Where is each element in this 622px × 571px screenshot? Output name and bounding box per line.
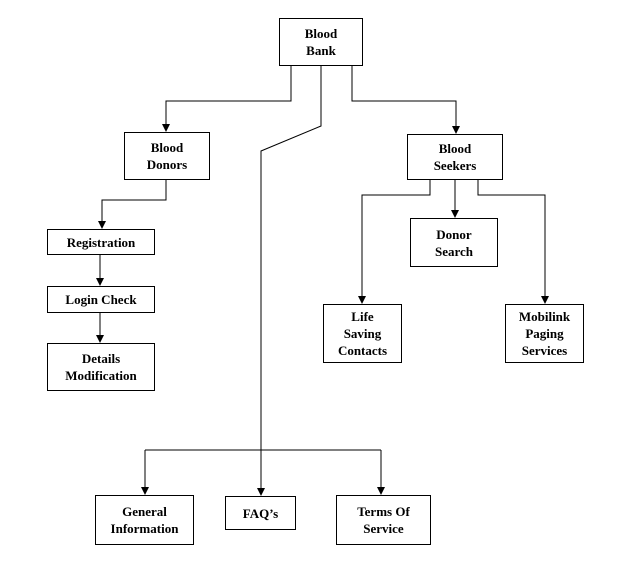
node-faqs: FAQ’s xyxy=(225,496,296,530)
edge-seekers-to-life-saving xyxy=(358,180,431,304)
node-mobilink-paging-services: Mobilink Paging Services xyxy=(505,304,584,363)
node-blood-bank: Blood Bank xyxy=(279,18,363,66)
edge-bank-to-bottom xyxy=(260,66,322,450)
node-blood-seekers: Blood Seekers xyxy=(407,134,503,180)
node-general-information: General Information xyxy=(95,495,194,545)
node-terms-of-service: Terms Of Service xyxy=(336,495,431,545)
edge-bank-to-seekers xyxy=(351,66,460,134)
edge-seekers-to-mobilink xyxy=(477,180,549,304)
node-registration: Registration xyxy=(47,229,155,255)
node-login-check: Login Check xyxy=(47,286,155,313)
node-details-modification: Details Modification xyxy=(47,343,155,391)
node-life-saving-contacts: Life Saving Contacts xyxy=(323,304,402,363)
edge-bank-to-donors xyxy=(162,66,292,132)
node-donor-search: Donor Search xyxy=(410,218,498,267)
node-blood-donors: Blood Donors xyxy=(124,132,210,180)
edge-donors-to-registration xyxy=(98,180,167,229)
